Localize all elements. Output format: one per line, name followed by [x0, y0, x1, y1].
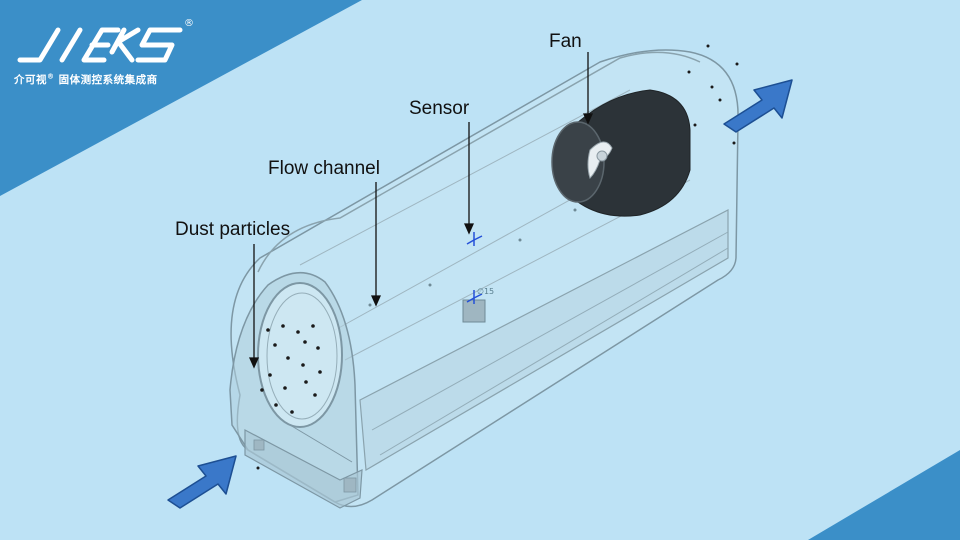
- dimension-annotation: ∅15: [477, 287, 495, 296]
- registered-mark: ®: [184, 18, 194, 29]
- brand-name-reg: ®: [47, 72, 55, 81]
- sensor-axis-marks: [466, 232, 483, 304]
- outlet-flow-arrow-icon: [723, 79, 793, 133]
- label-sensor: Sensor: [409, 98, 470, 119]
- label-dust-particles: Dust particles: [175, 219, 291, 240]
- brand-logo-icon: [17, 27, 183, 63]
- inlet-flow-arrow-icon: [167, 455, 237, 509]
- brand-corner-bottom-right: [808, 450, 960, 540]
- brand-name-cn: 介可视: [14, 74, 47, 86]
- fan-assembly: [551, 89, 691, 217]
- brand-tagline: 介可视® 固体测控系统集成商: [14, 72, 158, 87]
- leader-lines: [248, 52, 594, 369]
- dust-particles: [256, 44, 739, 470]
- label-flow-channel: Flow channel: [268, 158, 380, 179]
- brand-tagline-cn: 固体测控系统集成商: [58, 74, 158, 86]
- label-fan: Fan: [549, 31, 582, 52]
